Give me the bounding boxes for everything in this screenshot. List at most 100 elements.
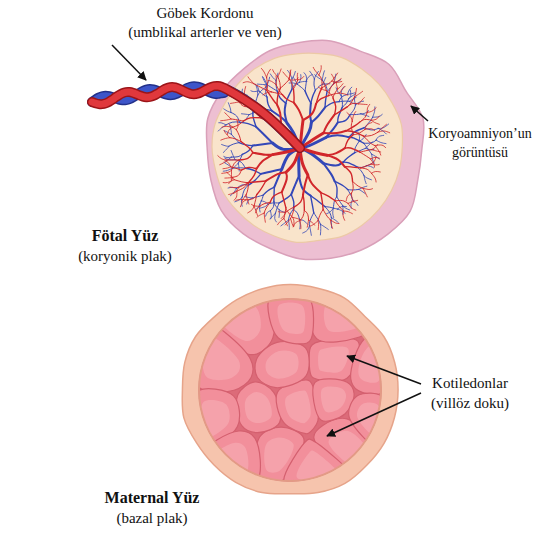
vessel-branch — [364, 132, 378, 136]
vessel-branch — [221, 119, 231, 121]
vessel-branch — [222, 108, 231, 113]
vessel-branch — [326, 90, 333, 98]
vessel-branch — [367, 108, 376, 113]
vessel-branch — [293, 217, 302, 220]
cotyledon-highlight — [245, 392, 272, 423]
vessel-branch — [270, 211, 272, 219]
vessel-branch — [348, 97, 355, 107]
vessel-branch — [254, 84, 267, 91]
vessel-branch — [289, 78, 298, 80]
vessel-branch — [246, 195, 249, 204]
vessel-branch — [373, 107, 375, 117]
vessel-branch — [275, 213, 277, 222]
vessel-branch — [360, 152, 371, 159]
leader-arrow — [327, 393, 421, 436]
cotyledon — [236, 382, 280, 433]
umbilical-cord — [92, 86, 300, 148]
vessel-branch — [335, 107, 348, 115]
vessel-branch — [284, 208, 286, 219]
vessel-branch — [348, 203, 356, 210]
face-title: Maternal Yüz — [105, 488, 200, 507]
vessel-branch — [282, 172, 287, 192]
vessel-branch — [280, 80, 289, 89]
vessel-branch — [245, 168, 261, 174]
vessel-branch — [289, 79, 293, 89]
vessel-branch — [274, 201, 279, 209]
vessel-branch — [375, 145, 386, 148]
vessel-branch — [359, 103, 368, 105]
vessel-branch — [239, 153, 253, 160]
cotyledon-highlight — [324, 300, 370, 332]
leader-arrow — [411, 106, 428, 121]
vessel-branch — [364, 176, 371, 180]
cotyledon — [276, 380, 318, 434]
vessel-branch — [378, 131, 390, 133]
vessel-branch — [364, 128, 378, 130]
vessel-branch — [256, 206, 261, 213]
vessel-branch — [355, 88, 357, 96]
vessel-branch — [361, 164, 371, 168]
vessel-branch — [303, 195, 304, 210]
vessel-branch — [373, 114, 383, 117]
vessel-branch — [299, 75, 301, 83]
vessel-branch — [251, 90, 259, 92]
vessel-branch — [232, 154, 243, 157]
vessel-branch — [294, 195, 303, 207]
vessel-branch — [257, 213, 264, 217]
vessel-branch — [270, 74, 276, 81]
vessel-branch — [245, 196, 253, 198]
vessel-branch — [367, 104, 370, 112]
vessel-branch — [293, 89, 295, 103]
vessel-branch — [231, 150, 235, 159]
vessel-branch — [335, 181, 348, 189]
vessel-branch — [241, 167, 256, 170]
vessel-branch — [283, 72, 289, 79]
cotyledon-highlight — [285, 390, 311, 423]
vessel-branch — [251, 204, 260, 206]
vessel-branch — [333, 89, 337, 99]
vessel-branch — [239, 183, 249, 188]
vessel-branch — [270, 192, 282, 202]
vessel-branch — [304, 210, 308, 220]
vessel-branch — [345, 148, 360, 153]
cord-label: Göbek Kordonu — [156, 4, 253, 23]
vessel-branch — [310, 226, 312, 236]
vessel-branch — [263, 77, 267, 85]
vessel-branch — [350, 113, 361, 115]
vessel-branch — [233, 170, 242, 177]
vessel-branch — [349, 90, 351, 99]
vessel-branch — [303, 175, 308, 195]
cotyledon-highlight — [318, 347, 349, 373]
vessel-branch — [339, 94, 347, 101]
cotyledon-highlight — [321, 387, 346, 413]
vessel-branch — [225, 113, 231, 119]
vessel-branch — [277, 219, 283, 225]
vessel-branch — [319, 75, 322, 88]
vessel-branch — [286, 208, 293, 218]
vessel-branch — [241, 142, 253, 153]
vessel-branch — [273, 70, 278, 77]
vessel-branch — [376, 140, 386, 143]
face-sublabel: (bazal plak) — [116, 509, 187, 528]
vessel-branch — [325, 207, 331, 218]
vessel-branch — [293, 80, 297, 89]
vessel-branch — [325, 102, 339, 108]
cotyledon — [349, 393, 389, 452]
vessel-branch — [323, 210, 330, 220]
vessel-branch — [248, 206, 254, 213]
vessel-branch — [243, 82, 254, 84]
cotyledon-highlight — [208, 443, 248, 478]
vessel-branch — [361, 168, 372, 173]
vessel-branch — [336, 81, 338, 89]
vessel-branch — [322, 71, 324, 80]
vessel-branch — [346, 131, 364, 136]
vessel-branch — [364, 143, 372, 154]
vessel-branch — [260, 195, 263, 204]
vessel-branch — [332, 81, 342, 82]
vessel-branch — [263, 187, 274, 195]
vessel-branch — [279, 194, 291, 203]
vessel-branch — [261, 68, 266, 77]
